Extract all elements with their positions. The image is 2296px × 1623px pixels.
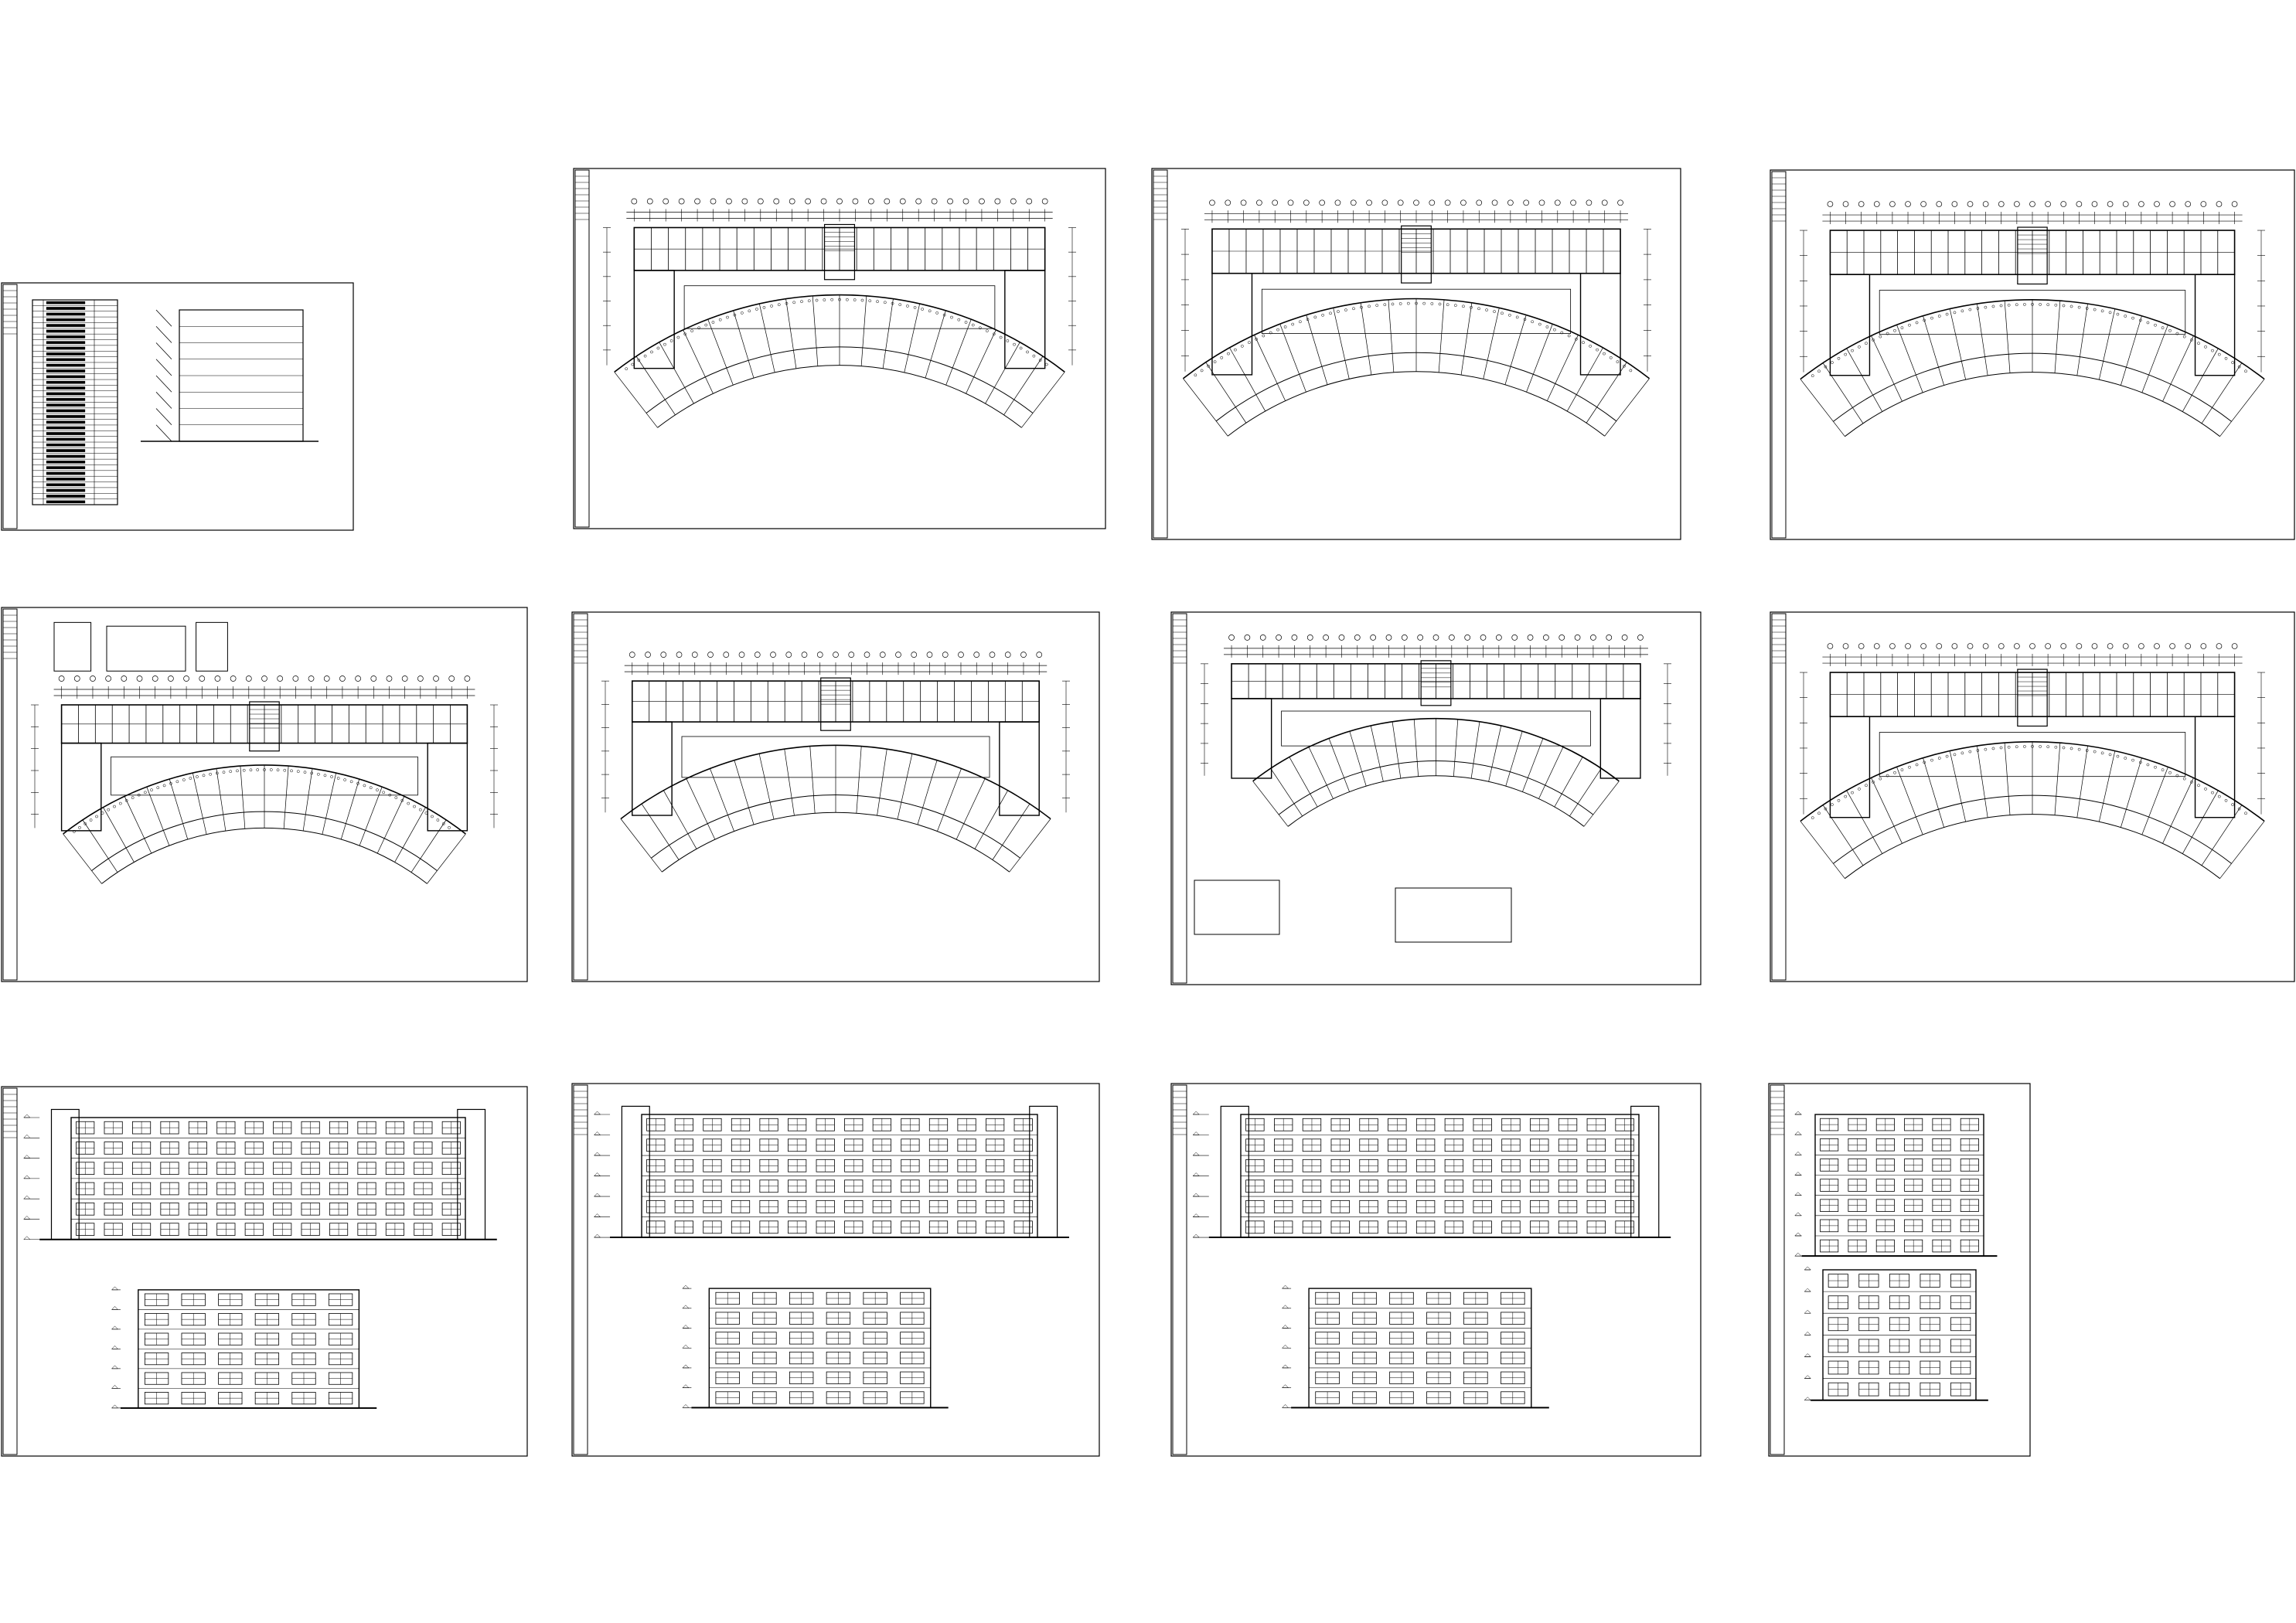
- drawing-sheet-9: [1, 1086, 528, 1457]
- drawing-sheet-3: [1151, 168, 1681, 540]
- drawing-sheet-6: [571, 611, 1100, 982]
- drawing-sheet-2: [573, 168, 1106, 529]
- drawing-sheet-10: [571, 1083, 1100, 1457]
- drawing-sheet-12: [1768, 1083, 2031, 1457]
- drawing-sheet-11: [1170, 1083, 1702, 1457]
- drawing-sheet-5: [1, 607, 528, 982]
- drawing-sheet-7: [1170, 611, 1702, 985]
- drawing-sheet-1: [1, 282, 354, 531]
- drawing-sheet-4: [1770, 169, 2295, 540]
- drawing-sheet-8: [1770, 611, 2295, 982]
